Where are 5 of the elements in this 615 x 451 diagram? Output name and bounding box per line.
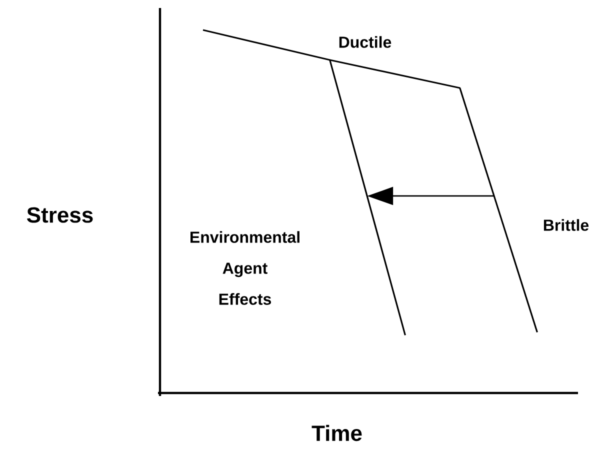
failure-curve — [329, 60, 406, 336]
failure-curve — [459, 88, 538, 332]
region-label: Environmental Agent Effects — [190, 231, 300, 305]
axis-label: Time — [312, 424, 362, 442]
axis-label: Stress — [27, 207, 93, 223]
